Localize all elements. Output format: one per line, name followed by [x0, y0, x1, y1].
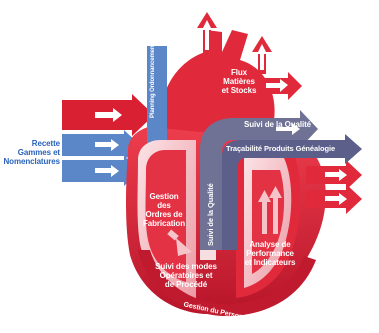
label-tracabilite: Traçabilité Produits Généalogie — [226, 144, 336, 153]
right-chamber-arrows — [258, 186, 282, 234]
label-gestion-ordres: Gestion des Ordres de Fabrication — [142, 192, 186, 228]
heart-graphic — [62, 12, 362, 317]
heart-diagram: Flux Matières et Stocks Planning Ordonna… — [3, 12, 362, 317]
arrow-right-red-1 — [306, 160, 362, 190]
arrow-top-left-red — [62, 94, 154, 136]
label-suivi-modes: Suivi des modes Opératoires et de Procéd… — [155, 262, 217, 289]
traceability-band — [222, 140, 345, 250]
label-recette: Recette Gammes et Nomenclatures — [3, 139, 61, 166]
aorta — [159, 30, 275, 132]
traceability-arrow-head — [345, 134, 362, 164]
label-suivi-qualite-top: Suivi de la Qualité — [244, 120, 312, 129]
bottom-left-arrow — [167, 229, 192, 256]
arrow-right-red-2 — [306, 184, 362, 214]
label-flux: Flux Matières et Stocks — [221, 68, 257, 95]
label-planning: Planning Ordonnancement — [150, 43, 156, 118]
label-analyse: Analyse de Performance et Indicateurs — [244, 240, 296, 267]
left-chamber-inner — [145, 150, 186, 282]
label-suivi-qualite-vertical: Suivi de la Qualité — [206, 183, 215, 246]
quality-arrow-head — [276, 110, 318, 148]
top-up-arrows — [197, 12, 272, 74]
arrow-right-red-top — [230, 72, 302, 100]
personnel-ring — [138, 250, 316, 317]
quality-curve — [200, 118, 300, 250]
